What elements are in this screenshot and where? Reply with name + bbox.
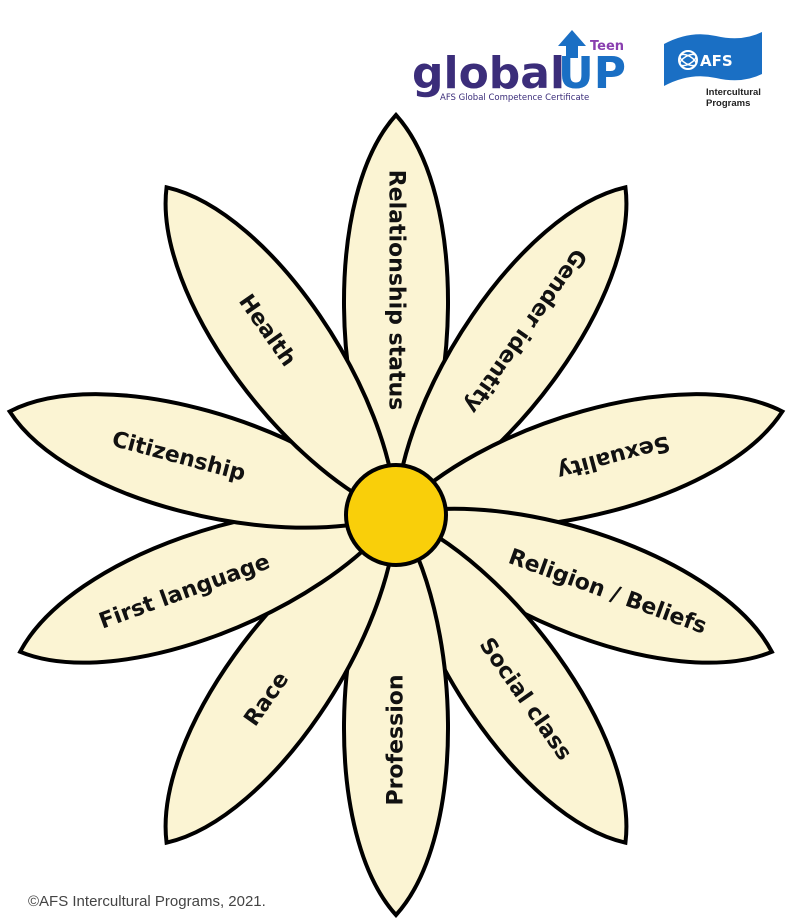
global-up-logo-word: global [412,48,565,99]
petal-label-profession: Profession [384,674,409,805]
copyright-text: ©AFS Intercultural Programs, 2021. [28,893,266,910]
globe-icon [678,50,698,70]
petal-shape [163,184,399,518]
logo-area: global UP Teen AFS Global Competence Cer… [412,30,762,109]
global-up-logo-up: UP [558,48,626,99]
petal-label-relationship-status: Relationship status [384,170,409,411]
petal-health: Health [163,184,399,518]
global-up-logo-teen: Teen [590,39,624,54]
afs-flag-icon [664,32,762,86]
flower-center [344,463,448,567]
global-up-logo-tagline: AFS Global Competence Certificate [440,93,589,103]
afs-logo: AFS Intercultural Programs [664,32,762,109]
afs-logo-line2: Programs [706,98,750,109]
afs-logo-mark: AFS [700,52,733,70]
global-up-logo: global UP Teen AFS Global Competence Cer… [412,30,626,103]
petal-first-language: First language [17,506,400,665]
up-arrow-icon [558,30,586,58]
afs-logo-line1: Intercultural [706,87,761,98]
